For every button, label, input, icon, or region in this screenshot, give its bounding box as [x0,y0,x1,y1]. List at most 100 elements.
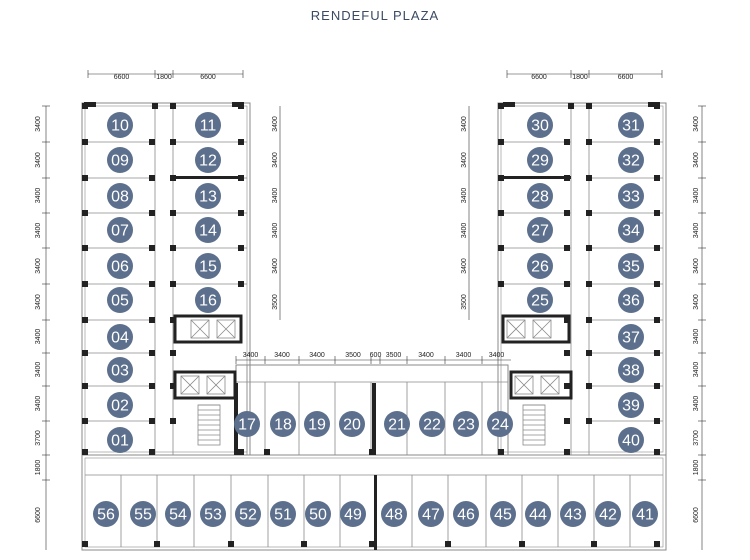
elevator-cross [506,319,526,339]
structural-column [238,449,244,455]
elevator-core [509,370,573,400]
unit-number: 52 [239,507,257,524]
unit-badge [525,501,551,527]
unit-badge [618,112,644,138]
left-wing-outline-inner [84,105,248,453]
elevator-cross [180,375,200,395]
structural-column [149,350,155,356]
dimension-label: 3400 [418,352,434,359]
unit-number: 22 [423,417,441,434]
dimension-label: 6600 [200,74,216,81]
unit-badge [235,501,261,527]
dimension-label: 600 [370,352,382,359]
elevator-core [173,314,243,344]
structural-column [82,175,88,181]
structural-column [564,418,570,424]
unit-number: 36 [622,293,640,310]
wall-segment [173,176,243,179]
unit-badge [453,411,479,437]
unit-badge [618,392,644,418]
structural-column [149,175,155,181]
unit-badge [195,112,221,138]
unit-number: 17 [238,417,256,434]
elevator-car [540,375,560,395]
unit-badge [527,147,553,173]
structural-column [228,541,234,547]
unit-number: 01 [111,433,129,450]
structural-column [82,418,88,424]
structural-column [149,449,155,455]
structural-column [301,541,307,547]
unit-number: 38 [622,363,640,380]
unit-badge [618,147,644,173]
unit-badge [107,253,133,279]
unit-number: 30 [531,118,549,135]
unit-badge [527,217,553,243]
wall-segment [372,383,376,455]
wall-segment [84,102,96,107]
dimension-label: 3400 [693,396,700,412]
dimension-label: 3400 [243,352,259,359]
unit-number: 51 [274,507,292,524]
unit-number: 49 [344,507,362,524]
structural-column [82,210,88,216]
dimension-label: 3500 [345,352,361,359]
structural-column [264,449,270,455]
unit-number: 05 [111,293,129,310]
structural-column [586,139,592,145]
unit-badge [339,411,365,437]
structural-column [564,210,570,216]
elevator-cross [190,319,210,339]
structural-column [149,139,155,145]
unit-badge [107,183,133,209]
unit-number: 46 [457,507,475,524]
unit-badge [107,324,133,350]
dimension-label: 3400 [35,188,42,204]
dimension-label: 3400 [272,258,279,274]
structural-column [519,541,525,547]
unit-number: 47 [422,507,440,524]
unit-number: 45 [494,507,512,524]
structural-column [154,541,160,547]
unit-badge [419,411,445,437]
unit-number: 03 [111,363,129,380]
wall-segment [503,102,515,107]
structural-column [170,139,176,145]
dimension-label: 6600 [693,507,700,523]
structural-column [586,418,592,424]
structural-column [238,139,244,145]
structural-column [82,449,88,455]
right-wing-outline-inner [500,105,664,453]
unit-number: 40 [622,433,640,450]
dimension-label: 3500 [272,294,279,310]
unit-badge [130,501,156,527]
structural-column [586,317,592,323]
unit-badge [384,411,410,437]
structural-column [170,317,176,323]
unit-badge [618,287,644,313]
unit-badge [618,427,644,453]
unit-badge [560,501,586,527]
unit-number: 25 [531,293,549,310]
structural-column [564,449,570,455]
structural-column [369,541,375,547]
structural-column [82,541,88,547]
dimension-label: 3400 [693,116,700,132]
unit-badge [200,501,226,527]
unit-number: 27 [531,223,549,240]
unit-number: 54 [169,507,187,524]
unit-number: 19 [308,417,326,434]
unit-badge [107,427,133,453]
dimension-label: 3400 [35,294,42,310]
structural-column [149,383,155,389]
structural-column [238,210,244,216]
unit-badge [107,392,133,418]
dimension-label: 3700 [693,430,700,446]
elevator-car [532,319,552,339]
stair-outline [522,404,546,446]
dimension-label: 3500 [461,294,468,310]
unit-badge [195,287,221,313]
unit-number: 39 [622,398,640,415]
elevator-car [514,375,534,395]
